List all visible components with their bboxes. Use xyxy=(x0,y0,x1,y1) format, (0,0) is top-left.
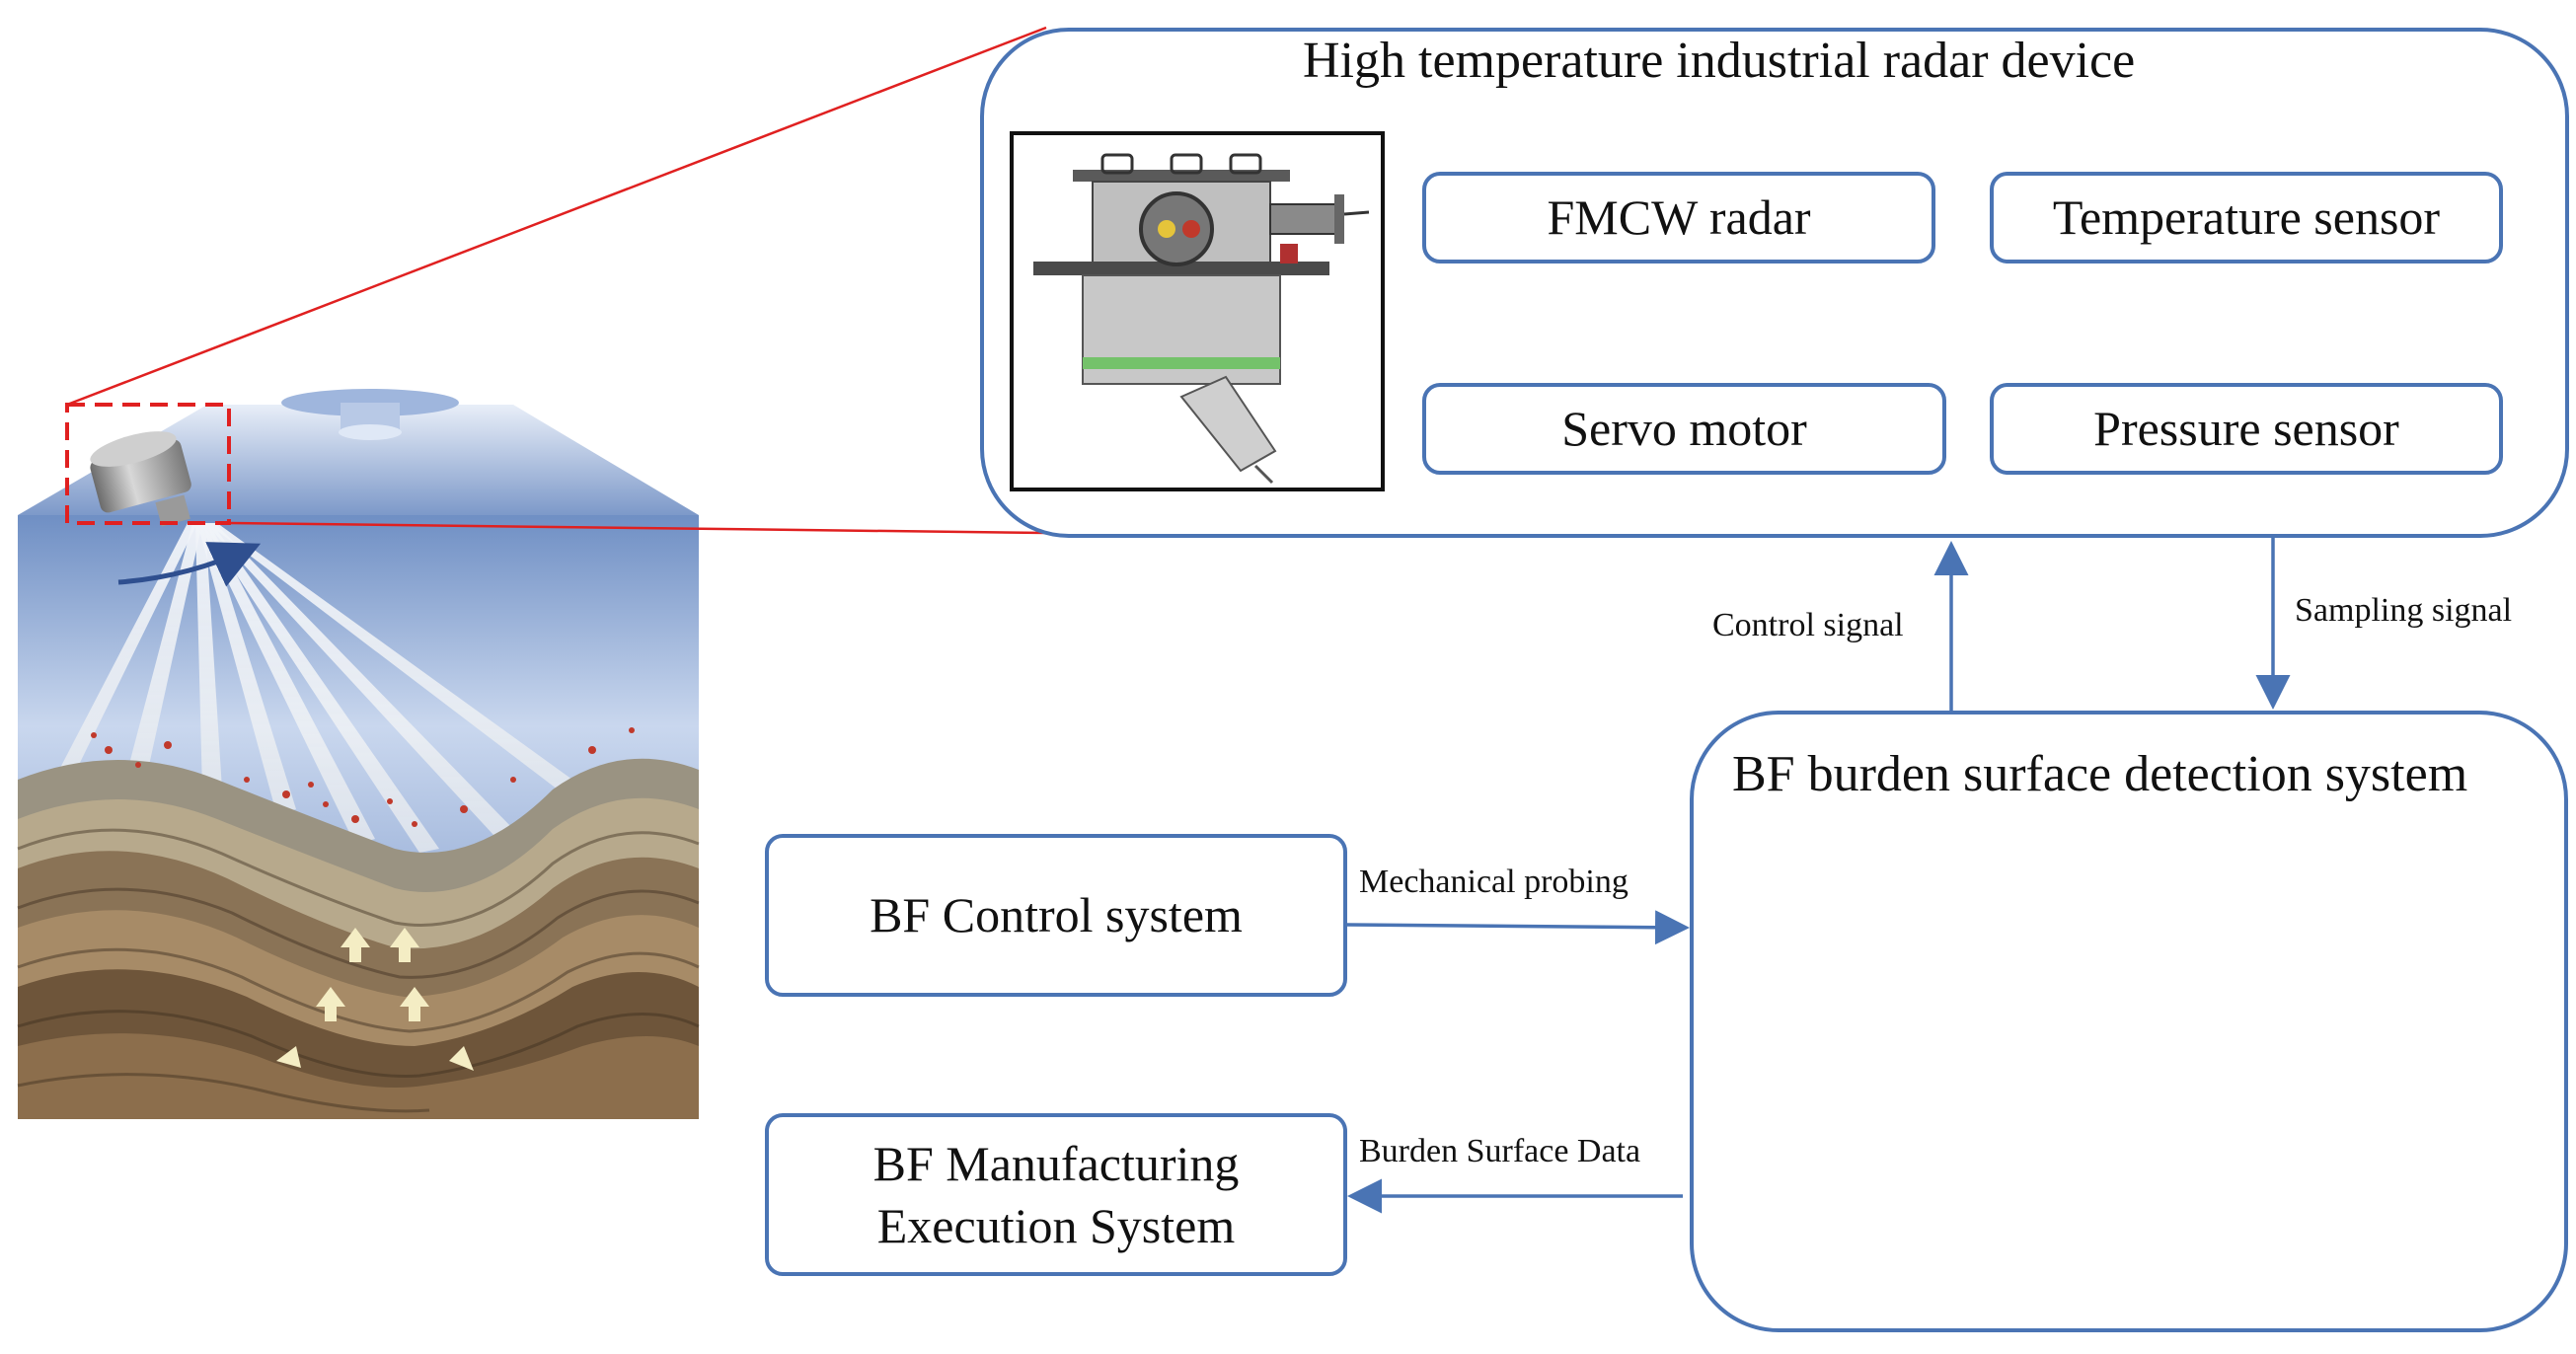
temperature-sensor-label: Temperature sensor xyxy=(2052,189,2441,246)
fmcw-radar-box: FMCW radar xyxy=(1422,172,1935,263)
radar-device-title: High temperature industrial radar device xyxy=(1303,33,2136,89)
mechanical-probing-label: Mechanical probing xyxy=(1359,864,1629,900)
burden-surface-data-label: Burden Surface Data xyxy=(1359,1133,1641,1169)
zoom-line-bottom xyxy=(228,521,1047,535)
bf-mes-label-line2: Execution System xyxy=(876,1197,1236,1253)
bf-control-system-label: BF Control system xyxy=(870,887,1243,943)
bf-mes-label-line1: BF Manufacturing xyxy=(872,1136,1240,1191)
zoom-highlight-box xyxy=(65,403,231,525)
bf-mes-box: BF Manufacturing Execution System xyxy=(765,1113,1347,1276)
pressure-sensor-label: Pressure sensor xyxy=(2093,401,2399,457)
mechanical-probing-arrow xyxy=(1346,910,1690,945)
servo-motor-box: Servo motor xyxy=(1422,383,1946,475)
bf-control-system-box: BF Control system xyxy=(765,834,1347,997)
detection-system-title: BF burden surface detection system xyxy=(1732,746,2468,802)
zoom-line-top xyxy=(66,26,1047,407)
sampling-signal-label: Sampling signal xyxy=(2295,592,2513,629)
pressure-sensor-box: Pressure sensor xyxy=(1990,383,2503,475)
radar-unit-icon xyxy=(90,431,191,527)
control-signal-label: Control signal xyxy=(1712,607,1904,643)
temperature-sensor-box: Temperature sensor xyxy=(1990,172,2503,263)
detection-system-panel xyxy=(1690,711,2568,1332)
blast-furnace-illustration xyxy=(17,389,700,1119)
fmcw-radar-label: FMCW radar xyxy=(1547,189,1811,246)
radar-device-image xyxy=(1010,131,1385,491)
servo-motor-label: Servo motor xyxy=(1561,401,1807,457)
